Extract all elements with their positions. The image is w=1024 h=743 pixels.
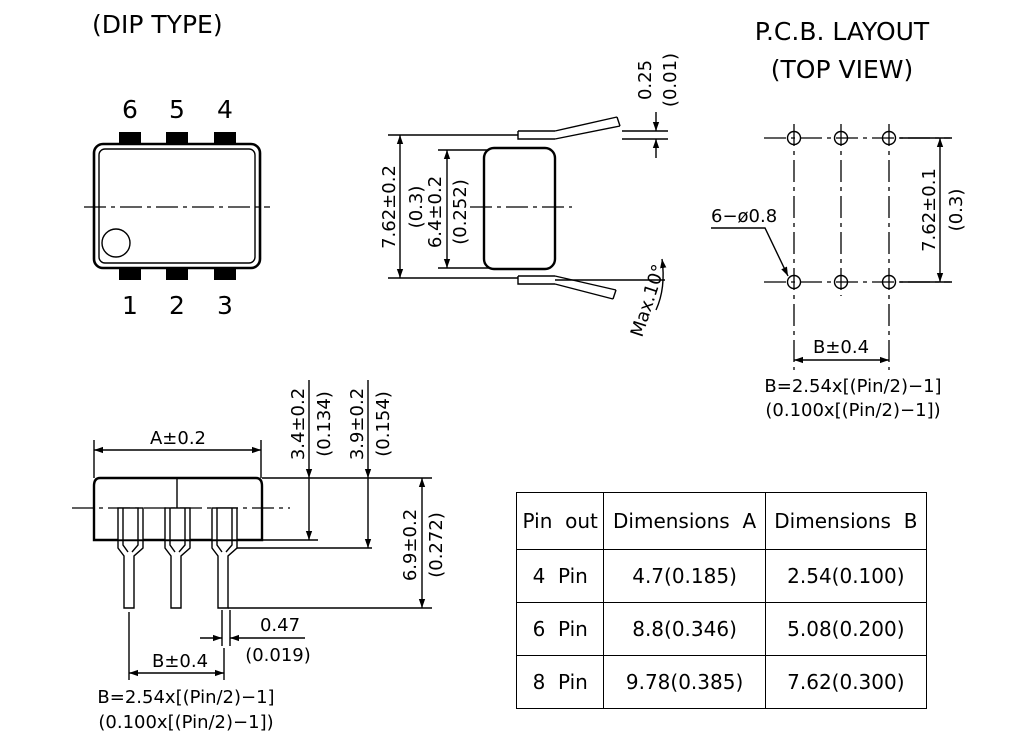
pcb-formula-in: (0.100x[(Pin/2)−1])	[765, 400, 940, 421]
pcb-hole	[833, 130, 849, 146]
pcb-hole	[881, 274, 897, 290]
front-pitch-label: B±0.4	[152, 651, 208, 672]
pin-number-4: 4	[217, 95, 233, 124]
table-cell: 4 Pin	[515, 549, 605, 603]
pin-number-2: 2	[169, 291, 185, 320]
table-header-cell: Pin out	[515, 492, 605, 550]
lead-thickness-mm: 0.25	[635, 60, 656, 100]
side-lead-top	[517, 131, 555, 140]
front-total-height-in: (0.272)	[426, 512, 447, 578]
dip-front-view: A±0.2 3.4±0.2 (0.134)	[72, 380, 447, 733]
table-cell: 7.62(0.300)	[764, 655, 928, 709]
pcb-subtitle: (TOP VIEW)	[771, 55, 913, 84]
lead-angle-label: Max.10°	[627, 262, 670, 340]
lead-thickness-in: (0.01)	[660, 53, 681, 107]
front-lead-2	[164, 507, 191, 609]
table-row: 6 Pin 8.8(0.346) 5.08(0.200)	[515, 602, 928, 656]
front-lead-3	[211, 507, 238, 609]
dip-side-view: 7.62±0.2 (0.3) 6.4±0.2 (0.252) 0.25 (0.0…	[379, 53, 681, 340]
pin-stub-5	[166, 132, 188, 146]
pin-stub-1	[119, 266, 141, 280]
table-header-row: Pin out Dimensions A Dimensions B	[515, 492, 928, 550]
pcb-row-spacing-mm: 7.62±0.1	[919, 168, 940, 252]
table-cell: 8.8(0.346)	[603, 602, 766, 656]
dip-type-title: (DIP TYPE)	[92, 10, 223, 39]
table-cell: 9.78(0.385)	[603, 655, 766, 709]
table-row: 4 Pin 4.7(0.185) 2.54(0.100)	[515, 549, 928, 603]
pin-number-3: 3	[217, 291, 233, 320]
front-total-height-mm: 6.9±0.2	[400, 509, 421, 581]
front-formula-mm: B=2.54x[(Pin/2)−1]	[97, 687, 274, 708]
front-lead-width-mm: 0.47	[260, 615, 300, 636]
side-lead-bottom	[517, 276, 555, 285]
table-cell: 4.7(0.185)	[603, 549, 766, 603]
front-seat-height-mm: 3.9±0.2	[347, 388, 368, 460]
pcb-title: P.C.B. LAYOUT	[755, 17, 930, 46]
pin-stub-3	[214, 266, 236, 280]
pcb-pitch-label: B±0.4	[813, 337, 869, 358]
side-body-width-mm: 6.4±0.2	[425, 176, 446, 248]
table-cell: 6 Pin	[515, 602, 605, 656]
pin-number-5: 5	[169, 95, 185, 124]
side-row-spacing-in: (0.3)	[406, 186, 427, 229]
side-body	[482, 146, 557, 271]
pin-stub-6	[119, 132, 141, 146]
lead-angle-arc	[655, 258, 667, 311]
side-body-width-in: (0.252)	[450, 179, 471, 245]
table-row: 8 Pin 9.78(0.385) 7.62(0.300)	[515, 655, 928, 709]
front-body-height-in: (0.134)	[314, 391, 335, 457]
pin-stub-2	[166, 266, 188, 280]
pcb-layout: P.C.B. LAYOUT (TOP VIEW) 6−ø0.8 7.62±0.1…	[711, 17, 967, 421]
table-cell: 5.08(0.200)	[764, 602, 928, 656]
front-body-height-mm: 3.4±0.2	[288, 388, 309, 460]
pin1-marker	[101, 228, 131, 258]
pin-number-6: 6	[122, 95, 138, 124]
pcb-hole	[786, 130, 802, 146]
pcb-row-spacing-in: (0.3)	[946, 189, 967, 232]
pcb-hole	[833, 274, 849, 290]
pin-number-1: 1	[122, 291, 138, 320]
pcb-formula-mm: B=2.54x[(Pin/2)−1]	[764, 376, 941, 397]
pcb-hole	[786, 274, 802, 290]
front-seat-height-in: (0.154)	[373, 391, 394, 457]
dimension-table: Pin out Dimensions A Dimensions B 4 Pin …	[515, 492, 928, 709]
dip-body-outline	[92, 142, 262, 270]
front-formula-in: (0.100x[(Pin/2)−1])	[98, 712, 273, 733]
pin-stub-4	[214, 132, 236, 146]
table-cell: 2.54(0.100)	[764, 549, 928, 603]
front-length-label: A±0.2	[150, 428, 206, 449]
table-header-cell: Dimensions A	[603, 492, 766, 550]
pcb-hole	[881, 130, 897, 146]
front-lead-width-in: (0.019)	[245, 645, 311, 666]
pcb-hole-note: 6−ø0.8	[711, 206, 777, 227]
table-header-cell: Dimensions B	[764, 492, 928, 550]
hole-note-leader	[711, 227, 789, 277]
side-row-spacing-mm: 7.62±0.2	[379, 165, 400, 249]
table-cell: 8 Pin	[515, 655, 605, 709]
front-lead-1	[117, 507, 144, 609]
dip-body-inner	[98, 148, 256, 264]
dip-top-view: (DIP TYPE) 6 5 4 1 2 3	[84, 10, 270, 320]
